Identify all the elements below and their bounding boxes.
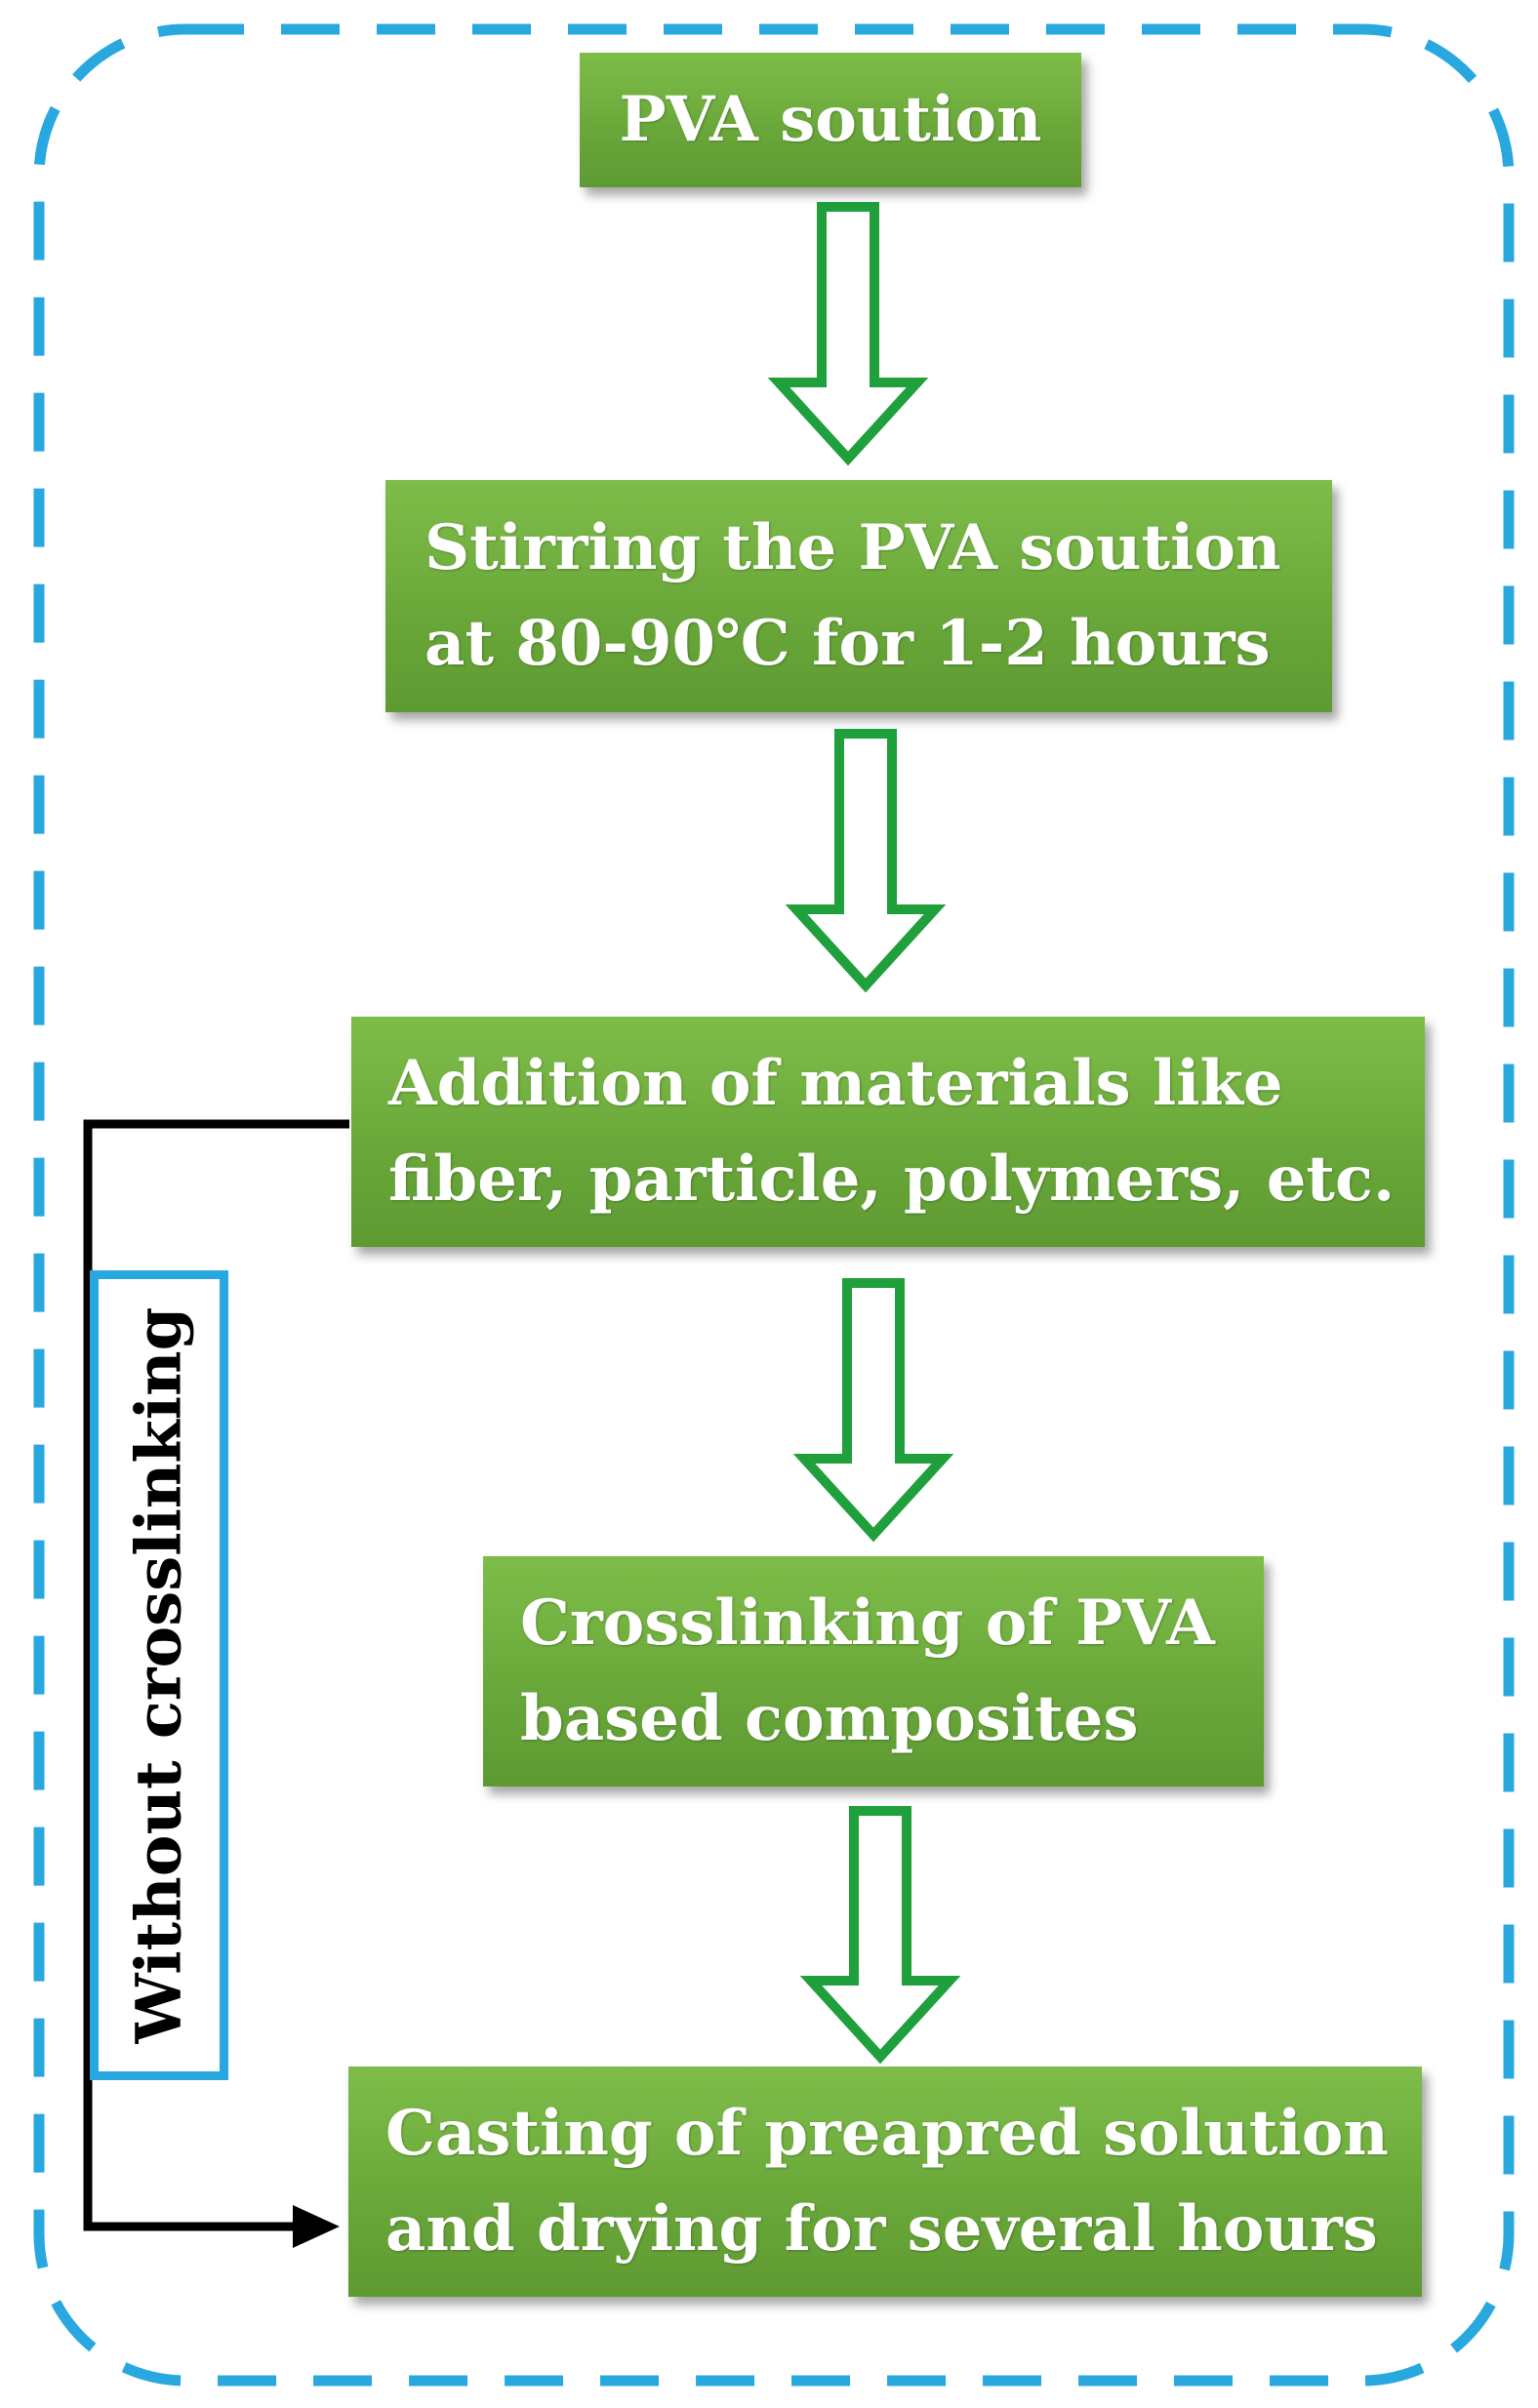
step-4-line-2: based composites [520,1682,1139,1755]
step-5-line-1: Casting of preapred solution [385,2097,1389,2170]
down-arrow-3 [792,1278,954,1543]
dashed-frame [33,23,1515,2387]
bypass-label-box: Without crosslinking [90,1270,228,2080]
step-3-line-2: fiber, particle, polymers, etc. [388,1143,1396,1216]
down-arrow-4 [799,1806,961,2065]
bypass-label: Without crosslinking [122,1306,196,2044]
step-2-line-2: at 80-90℃ for 1-2 hours [425,607,1271,680]
step-crosslinking: Crosslinking of PVA based composites [483,1556,1264,1786]
step-3-line-1: Addition of materials like [388,1047,1283,1120]
bypass-arrowhead [293,2205,340,2248]
down-arrow-2 [785,729,947,993]
bypass-line [83,1119,349,2231]
step-1-line-1: PVA soution [619,83,1042,156]
step-addition-of-materials: Addition of materials like fiber, partic… [351,1017,1425,1247]
step-casting-and-drying: Casting of preapred solution and drying … [348,2067,1422,2297]
down-arrow-1 [767,202,929,466]
step-stirring: Stirring the PVA soution at 80-90℃ for 1… [385,480,1332,712]
step-2-line-1: Stirring the PVA soution [425,511,1281,584]
step-5-line-2: and drying for several hours [385,2192,1378,2266]
step-4-line-1: Crosslinking of PVA [520,1586,1215,1660]
step-pva-solution: PVA soution [580,53,1081,187]
